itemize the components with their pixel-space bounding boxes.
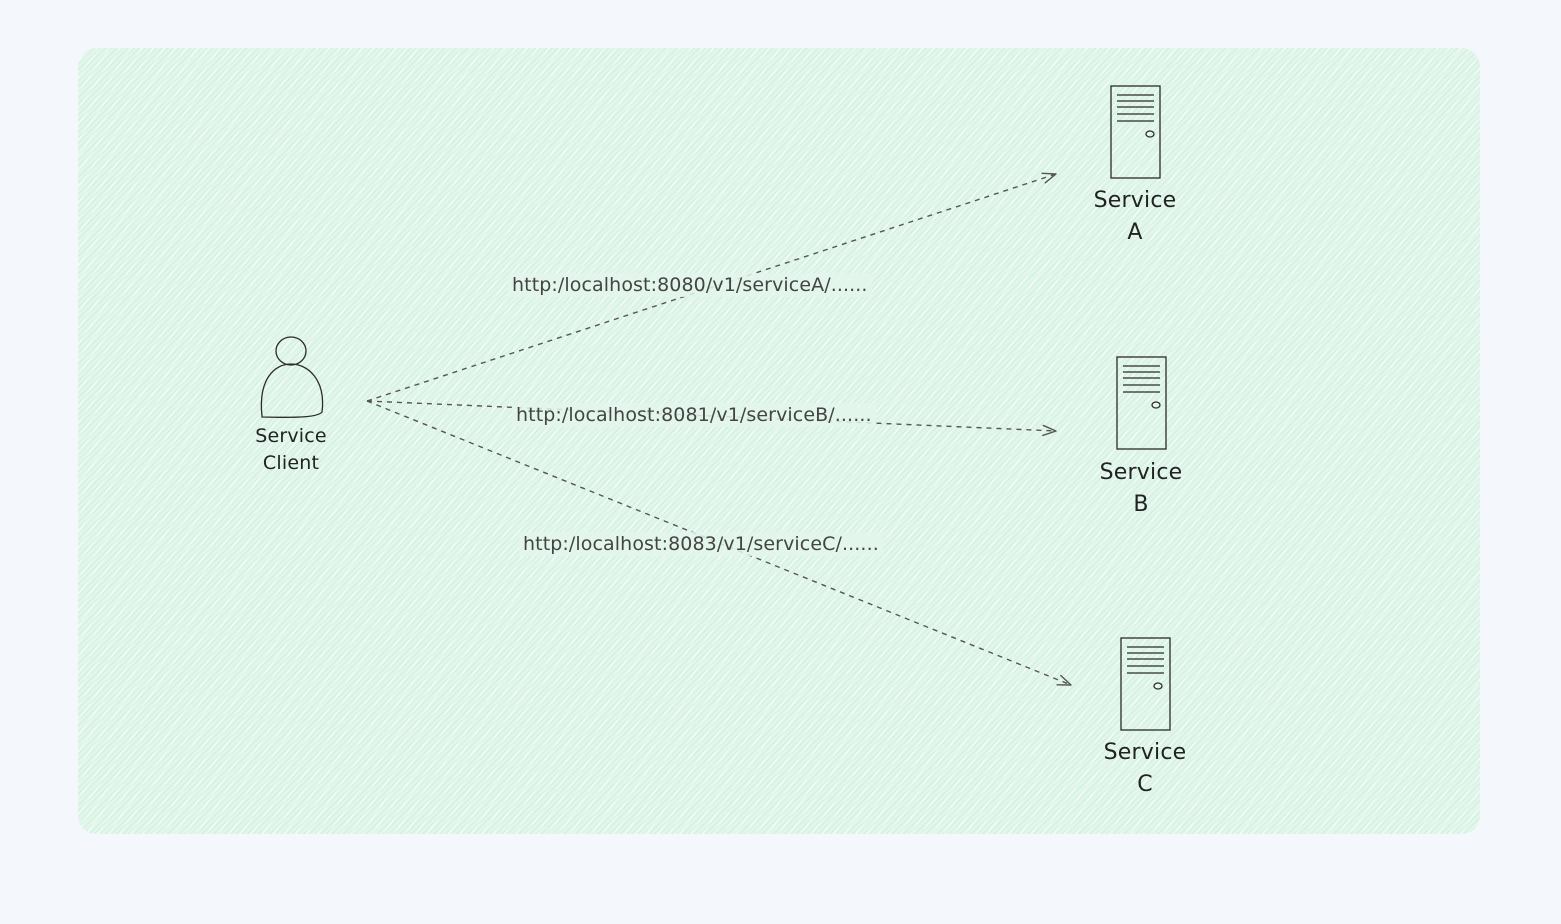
service-c-label: Service C <box>1075 737 1215 801</box>
service-c-label-line1: Service <box>1103 740 1187 765</box>
client-label: Service Client <box>231 423 351 477</box>
person-icon <box>260 336 324 418</box>
service-a-label: Service A <box>1065 185 1205 249</box>
server-icon-service-c <box>1120 637 1171 731</box>
server-icon-service-a <box>1110 85 1161 179</box>
client-label-line1: Service <box>255 425 327 447</box>
client-label-line2: Client <box>262 452 320 474</box>
service-b-label: Service B <box>1071 457 1211 521</box>
edge-label-service-a: http:/localhost:8080/v1/serviceA/...... <box>508 273 872 297</box>
server-icon-service-b <box>1116 356 1167 450</box>
edge-label-service-b: http:/localhost:8081/v1/serviceB/...... <box>512 403 876 427</box>
diagram-panel <box>78 48 1480 834</box>
service-b-label-line1: Service <box>1099 460 1183 485</box>
service-a-label-line1: Service <box>1093 188 1177 213</box>
edge-client-to-service-c <box>366 400 1072 686</box>
service-a-label-line2: A <box>1127 220 1143 245</box>
service-c-label-line2: C <box>1137 772 1153 797</box>
service-b-label-line2: B <box>1133 492 1149 517</box>
edge-label-service-c: http:/localhost:8083/v1/serviceC/...... <box>519 532 883 556</box>
